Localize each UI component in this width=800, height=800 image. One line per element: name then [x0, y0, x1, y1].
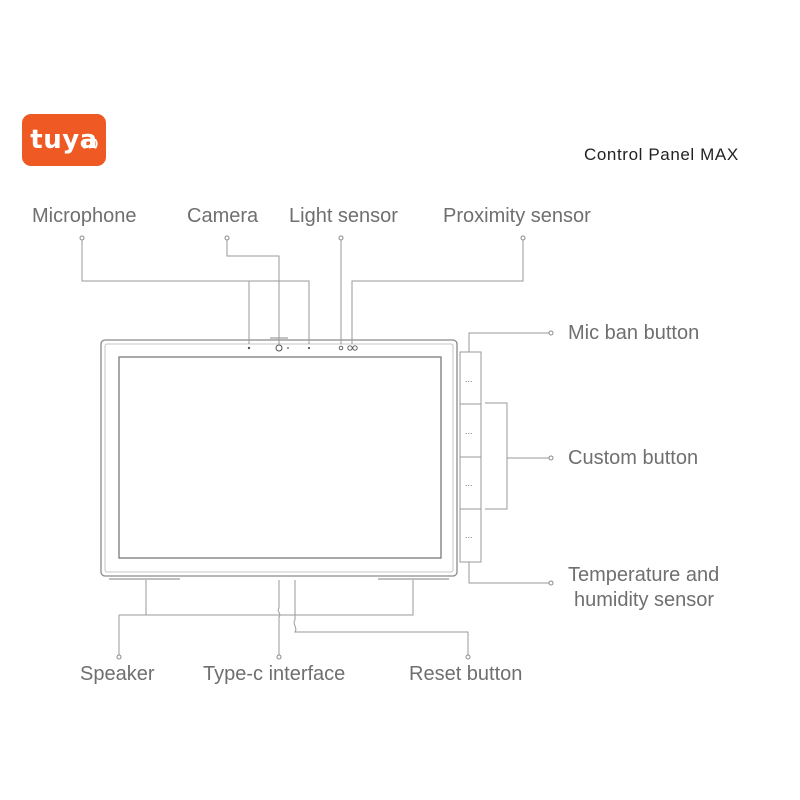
- leader-lines: [81, 238, 549, 655]
- camera-leader: [226, 238, 280, 344]
- leader-end-dot: [338, 235, 344, 241]
- label-reset-button: Reset button: [409, 663, 523, 685]
- label-type-c: Type-c interface: [203, 663, 346, 685]
- tuya-logo: tuya ))): [22, 114, 106, 166]
- leader-end-dot: [548, 455, 554, 461]
- leader-end-dot: [276, 654, 282, 660]
- proximity-sensor-b: [352, 345, 358, 351]
- label-microphone: Microphone: [32, 205, 137, 227]
- temp-humidity-leader: [468, 562, 549, 584]
- label-light-sensor: Light sensor: [289, 205, 398, 227]
- camera-lens: [275, 344, 283, 352]
- label-temp-humidity-1: Temperature and: [568, 564, 720, 586]
- leader-end-dot: [520, 235, 526, 241]
- label-camera: Camera: [187, 205, 259, 227]
- indicator-dot: [287, 347, 289, 349]
- proximity-sensor-leader: [351, 238, 524, 344]
- label-speaker: Speaker: [80, 663, 155, 685]
- leader-end-dot: [548, 580, 554, 586]
- side-button-mark: ...: [465, 374, 473, 384]
- mic-ban-leader: [468, 332, 549, 352]
- proximity-sensor-a: [347, 345, 353, 351]
- device-bezel: [104, 343, 454, 573]
- mic-hole-2: [307, 346, 311, 350]
- microphone-leader-2: [249, 280, 310, 344]
- microphone-hole: [247, 346, 251, 350]
- device-outer-frame: [100, 339, 458, 577]
- type-c-leader: [277, 580, 281, 655]
- leader-end-dot: [116, 654, 122, 660]
- leader-end-dot: [224, 235, 230, 241]
- leader-end-dots: [79, 235, 554, 660]
- label-temp-humidity-2: humidity sensor: [574, 589, 715, 611]
- leader-end-dot: [465, 654, 471, 660]
- light-sensor-dot: [338, 345, 344, 351]
- reset-button-leader: [293, 580, 469, 655]
- logo-text: tuya: [30, 125, 98, 155]
- wifi-icon: ))): [82, 137, 99, 150]
- side-button-mark: ...: [465, 478, 473, 488]
- custom-button-bracket: [485, 402, 508, 510]
- leader-end-dot: [548, 330, 554, 336]
- label-mic-ban-button: Mic ban button: [568, 322, 700, 344]
- leader-end-dot: [79, 235, 85, 241]
- side-button-mark: ...: [465, 530, 473, 540]
- side-button-mark: ...: [465, 426, 473, 436]
- product-title: Control Panel MAX: [584, 145, 739, 164]
- label-proximity-sensor: Proximity sensor: [443, 205, 591, 227]
- label-custom-button: Custom button: [568, 447, 699, 469]
- device-screen: [118, 356, 442, 559]
- microphone-leader: [81, 238, 250, 344]
